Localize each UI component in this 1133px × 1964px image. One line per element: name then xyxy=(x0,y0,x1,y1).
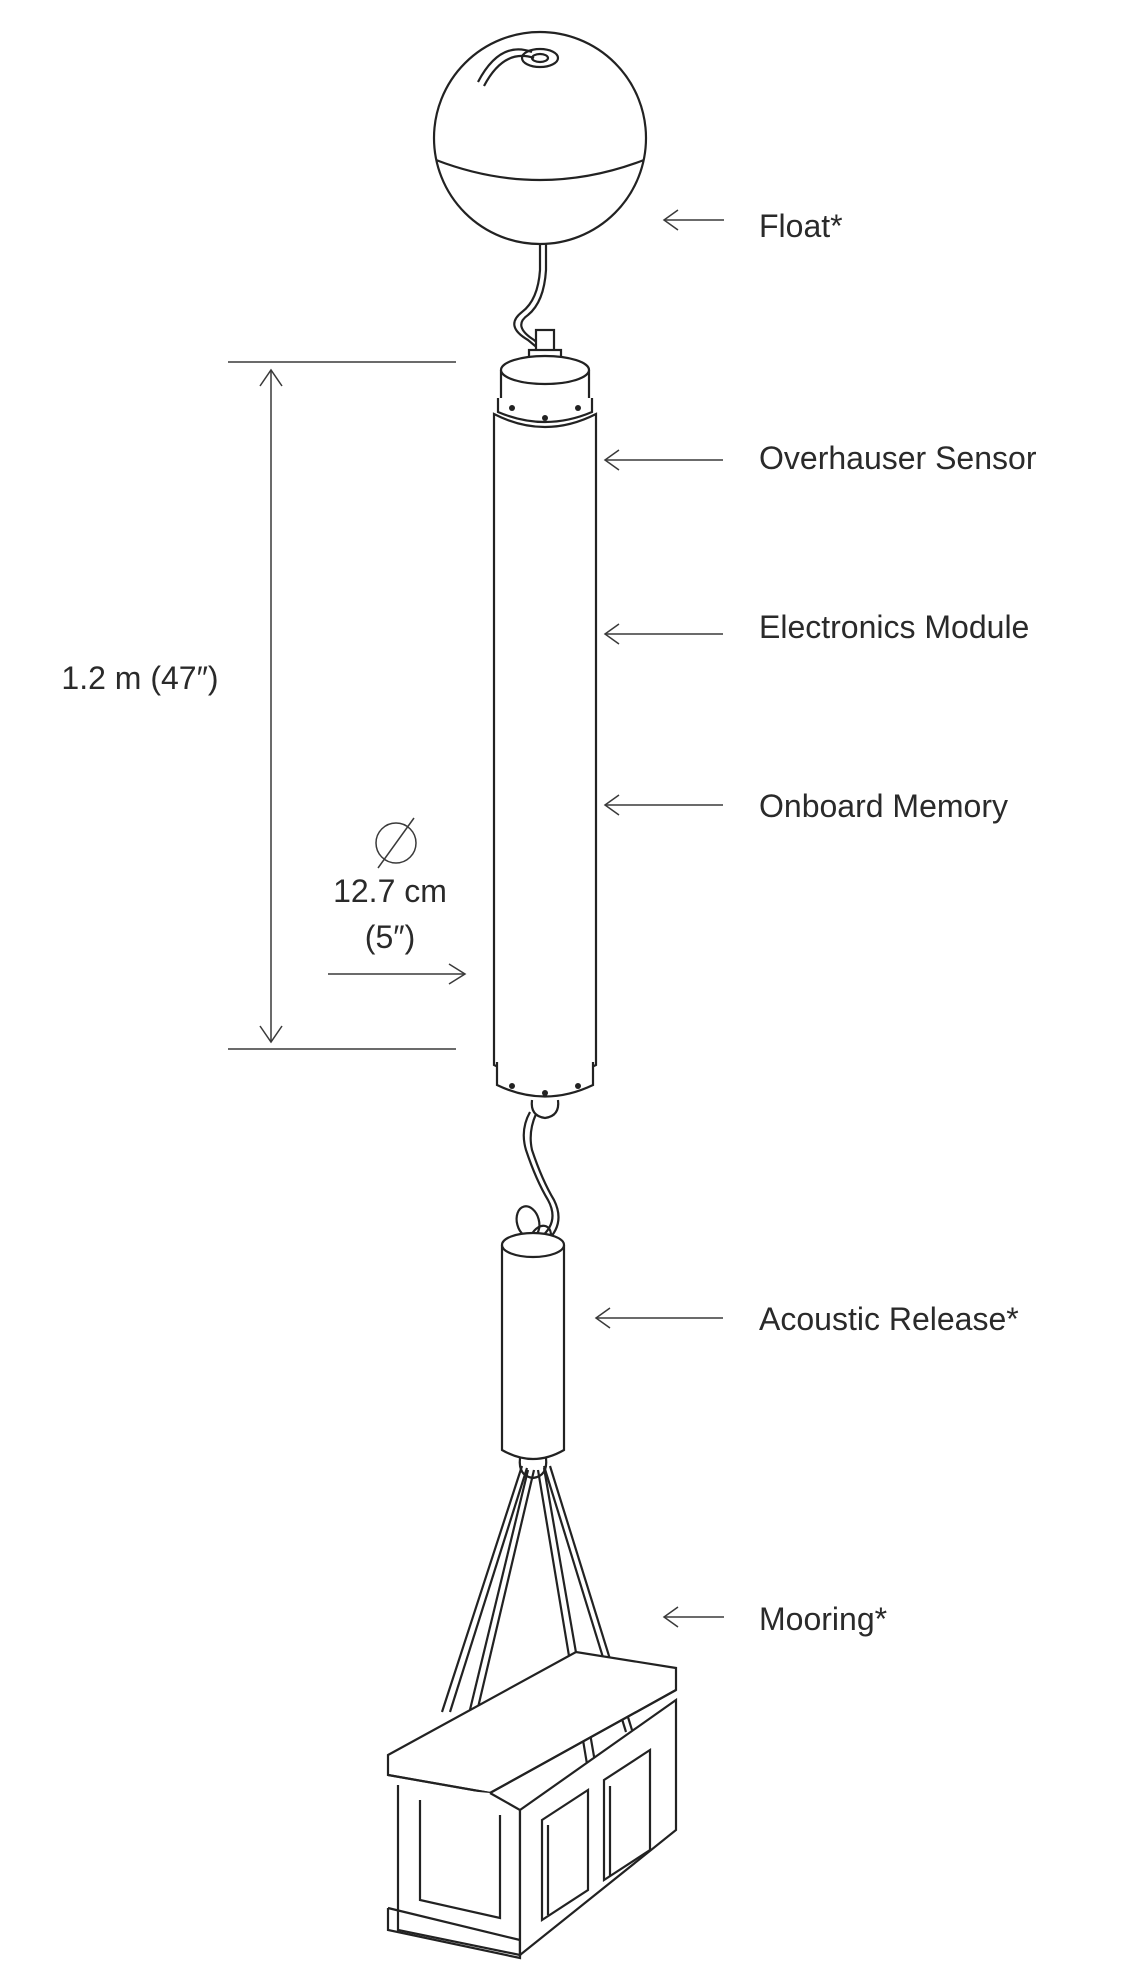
mooring-label: Mooring* xyxy=(759,1601,887,1637)
float-sphere xyxy=(432,30,648,246)
float-rope xyxy=(513,244,548,351)
release-callout-arrow xyxy=(594,1307,723,1329)
cinder-block xyxy=(386,1650,678,1960)
electronics-module-label: Electronics Module xyxy=(759,609,1029,645)
overhauser-sensor-label: Overhauser Sensor xyxy=(759,440,1037,476)
acoustic-release-label: Acoustic Release* xyxy=(759,1301,1019,1337)
length-dimension xyxy=(228,361,456,1050)
diameter-dimension xyxy=(328,817,467,985)
memory-callout-arrow xyxy=(603,794,723,816)
mooring-callout-arrow xyxy=(662,1606,724,1628)
sensor-tube xyxy=(492,328,598,1120)
acoustic-release xyxy=(500,1231,566,1480)
length-dimension-label: 1.2 m (47″) xyxy=(61,660,218,696)
float-callout-arrow xyxy=(662,209,724,231)
diameter-metric-label: 12.7 cm xyxy=(333,873,447,909)
onboard-memory-label: Onboard Memory xyxy=(759,788,1008,824)
float-label: Float* xyxy=(759,208,843,244)
diameter-imperial-label: (5″) xyxy=(365,919,415,955)
overhauser-callout-arrow xyxy=(603,449,723,471)
electronics-callout-arrow xyxy=(603,623,723,645)
